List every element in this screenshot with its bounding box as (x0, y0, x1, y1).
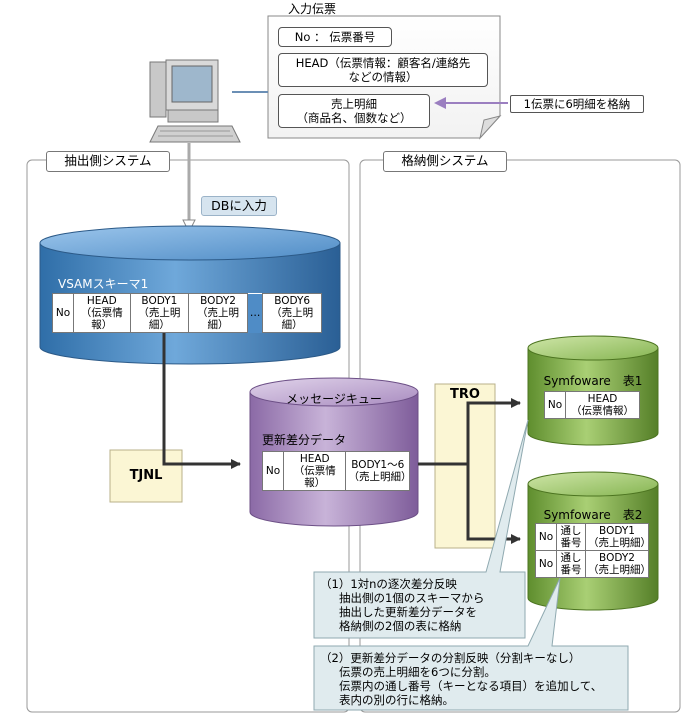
slip-note-box: 1伝票に6明細を格納 (510, 95, 644, 113)
table2-row2-body: BODY2 （売上明細） (585, 550, 651, 578)
vsam-col-body2: BODY2 （売上明細） (188, 293, 248, 333)
queue-col-body-line2: （売上明細） (348, 471, 412, 483)
callout1-bubble (313, 419, 529, 639)
input-slip-fold (479, 115, 502, 140)
slip-field-head-line1: HEAD（伝票情報：顧客名/連絡先 (295, 56, 471, 70)
table2-row2-seq-line1: 通し (560, 552, 582, 564)
table1-col-head-line2: （伝票情報） (571, 405, 634, 417)
vsam-col-body1: BODY1 （売上明細） (129, 293, 190, 333)
callout1-line4: 格納側の2個の表に格納 (339, 619, 462, 633)
db-input-label: DBに入力 (201, 196, 277, 216)
vsam-col-body6-line1: BODY6 (274, 295, 311, 307)
queue-col-head: HEAD （伝票情報） (282, 451, 347, 491)
table1-col-head-line1: HEAD (587, 393, 618, 405)
vsam-col-body2-line1: BODY2 (200, 295, 236, 307)
queue-title: メッセージキュー (286, 392, 382, 406)
vsam-col-body2-line2: （売上明細） (197, 307, 239, 331)
table2-row1-seq-line1: 通し (560, 525, 582, 537)
callout2-bubble (313, 577, 629, 711)
table2-row2-no: No (535, 550, 557, 578)
queue-col-head-line2: （伝票情報） (293, 465, 336, 489)
slip-field-body: 売上明細 （商品名、個数など） (278, 94, 430, 128)
vsam-col-body6-line2: （売上明細） (271, 307, 314, 331)
callout1-text: （1）1対nの逐次差分反映 抽出側の1個のスキーマから 抽出した更新差分データを… (320, 577, 484, 633)
vsam-schema-label: VSAMスキーマ1 (58, 277, 149, 291)
queue-col-body: BODY1～6 （売上明細） (345, 451, 412, 491)
queue-to-table1-line (418, 398, 521, 466)
table2-row1-body-line2: （売上明細） (588, 537, 651, 549)
symfoware-table1-record: No HEAD （伝票情報） (544, 391, 640, 419)
vsam-col-no: No (52, 293, 74, 333)
table2-row1-seq: 通し 番号 (556, 523, 586, 551)
table2-row1-seq-line2: 番号 (560, 537, 582, 549)
table2-row2-seq-line2: 番号 (560, 564, 582, 576)
callout2-text: （2）更新差分データの分割反映（分割キーなし） 伝票の売上明細を6つに分割。 伝… (320, 651, 602, 707)
computer-icon (149, 59, 241, 143)
table2-row2-body-line2: （売上明細） (588, 564, 651, 576)
symfoware-table1-label: Symfoware 表1 (543, 374, 643, 388)
callout2-line2: 伝票の売上明細を6つに分割。 (339, 665, 496, 679)
symfoware-table2-label: Symfoware 表2 (543, 508, 643, 522)
callout1-line1: （1）1対nの逐次差分反映 (320, 577, 457, 591)
vsam-col-head: HEAD （伝票情報） (73, 293, 131, 333)
store-system-title: 格納側システム (383, 151, 507, 172)
vsam-col-body6: BODY6 （売上明細） (262, 293, 322, 333)
note-arrowhead (434, 97, 446, 109)
vsam-col-head-line1: HEAD (86, 295, 117, 307)
slip-field-body-line1: 売上明細 (331, 97, 377, 111)
vsam-col-head-line2: （伝票情報） (80, 307, 123, 331)
slip-field-head: HEAD（伝票情報：顧客名/連絡先 などの情報） (278, 53, 488, 87)
table1-col-no: No (544, 391, 566, 419)
table2-row2-seq: 通し 番号 (556, 550, 586, 578)
callout2-line3: 伝票内の通し番号（キーとなる項目）を追加して、 (339, 679, 603, 693)
tro-label: TRO (450, 387, 480, 402)
queue-col-body-line1: BODY1～6 (351, 459, 405, 471)
slip-field-head-line2: などの情報） (348, 70, 418, 84)
callout1-line2: 抽出側の1個のスキーマから (339, 591, 485, 605)
queue-subtitle: 更新差分データ (262, 433, 347, 447)
table2-row1-body-line1: BODY1 (599, 525, 635, 537)
table2-row1-no: No (535, 523, 557, 551)
symfoware-table2-record: No 通し 番号 BODY1 （売上明細） No 通し 番号 BODY2 （売上… (535, 523, 651, 578)
vsam-to-queue-line (162, 323, 241, 469)
vsam-col-body1-line1: BODY1 (141, 295, 178, 307)
slip-field-no-text: No ： 伝票番号 (294, 30, 376, 44)
input-slip-title: 入力伝票 (288, 2, 337, 16)
slip-field-body-line2: （商品名、個数など） (296, 111, 412, 125)
table2-row-1: No 通し 番号 BODY1 （売上明細） (535, 523, 651, 551)
extract-system-title: 抽出側システム (46, 151, 170, 172)
queue-col-head-line1: HEAD (299, 453, 330, 465)
table2-row1-body: BODY1 （売上明細） (585, 523, 651, 551)
callout1-line3: 抽出した更新差分データを (339, 605, 477, 619)
table2-row2-body-line1: BODY2 (599, 552, 635, 564)
callout2-line1: （2）更新差分データの分割反映（分割キーなし） (320, 651, 581, 665)
table2-row-2: No 通し 番号 BODY2 （売上明細） (535, 550, 651, 578)
tjnl-box (109, 449, 183, 503)
vsam-record-table: No HEAD （伝票情報） BODY1 （売上明細） BODY2 （売上明細）… (52, 293, 322, 333)
vsam-col-body1-line2: （売上明細） (138, 307, 181, 331)
slip-field-no: No ： 伝票番号 (278, 27, 392, 47)
table1-col-head: HEAD （伝票情報） (565, 391, 640, 419)
tro-box (434, 383, 496, 549)
queue-col-no: No (262, 451, 284, 491)
queue-record-table: No HEAD （伝票情報） BODY1～6 （売上明細） (262, 451, 412, 491)
tjnl-label: TJNL (129, 468, 163, 483)
slip-note-text: 1伝票に6明細を格納 (523, 97, 631, 111)
vsam-col-ellipsis: … (246, 293, 264, 333)
callout2-line4: 表内の別の行に格納。 (339, 693, 454, 707)
